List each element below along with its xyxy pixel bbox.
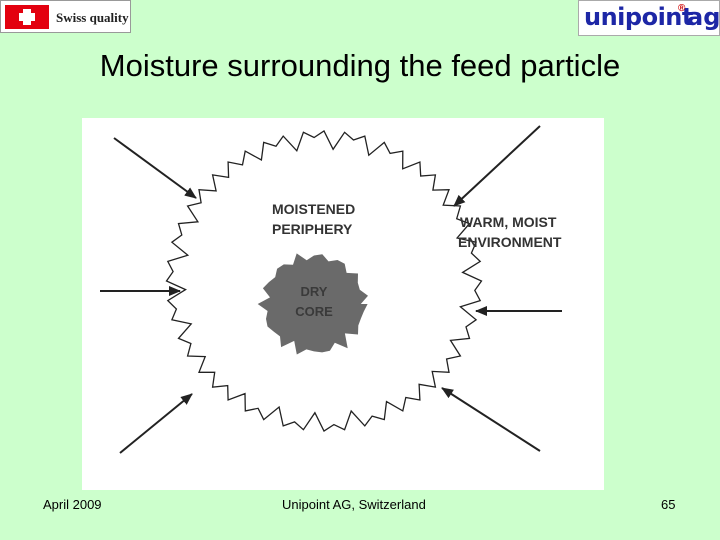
page-number: 65 [661,497,676,512]
unipoint-suffix: ag [687,3,720,31]
environment-label-line-1: WARM, MOIST [460,214,557,230]
arrow-top-left [113,137,197,199]
footer-date: April 2009 [43,497,102,512]
dry-core [257,253,368,355]
registered-mark: ® [678,3,686,14]
arrow-bottom-left [119,393,193,454]
arrow-top-right [453,125,541,207]
unipoint-logo: unipoint ® ag [578,0,720,36]
periphery-label-line-2: PERIPHERY [272,221,353,237]
core-label-line-2: CORE [295,304,333,319]
swiss-quality-label: Swiss quality [56,10,129,25]
unipoint-wordmark: unipoint [584,3,693,31]
slide-title: Moisture surrounding the feed particle [99,48,621,83]
environment-label-line-2: ENVIRONMENT [458,234,562,250]
core-label-line-1: DRY [301,284,328,299]
moisture-diagram: MOISTENED PERIPHERY WARM, MOIST ENVIRONM… [82,118,604,490]
swiss-quality-logo: Swiss quality [0,0,131,33]
swiss-flag-icon [5,5,49,29]
arrow-bottom-right [441,387,541,452]
periphery-label-line-1: MOISTENED [272,201,355,217]
footer-organization: Unipoint AG, Switzerland [282,497,426,512]
